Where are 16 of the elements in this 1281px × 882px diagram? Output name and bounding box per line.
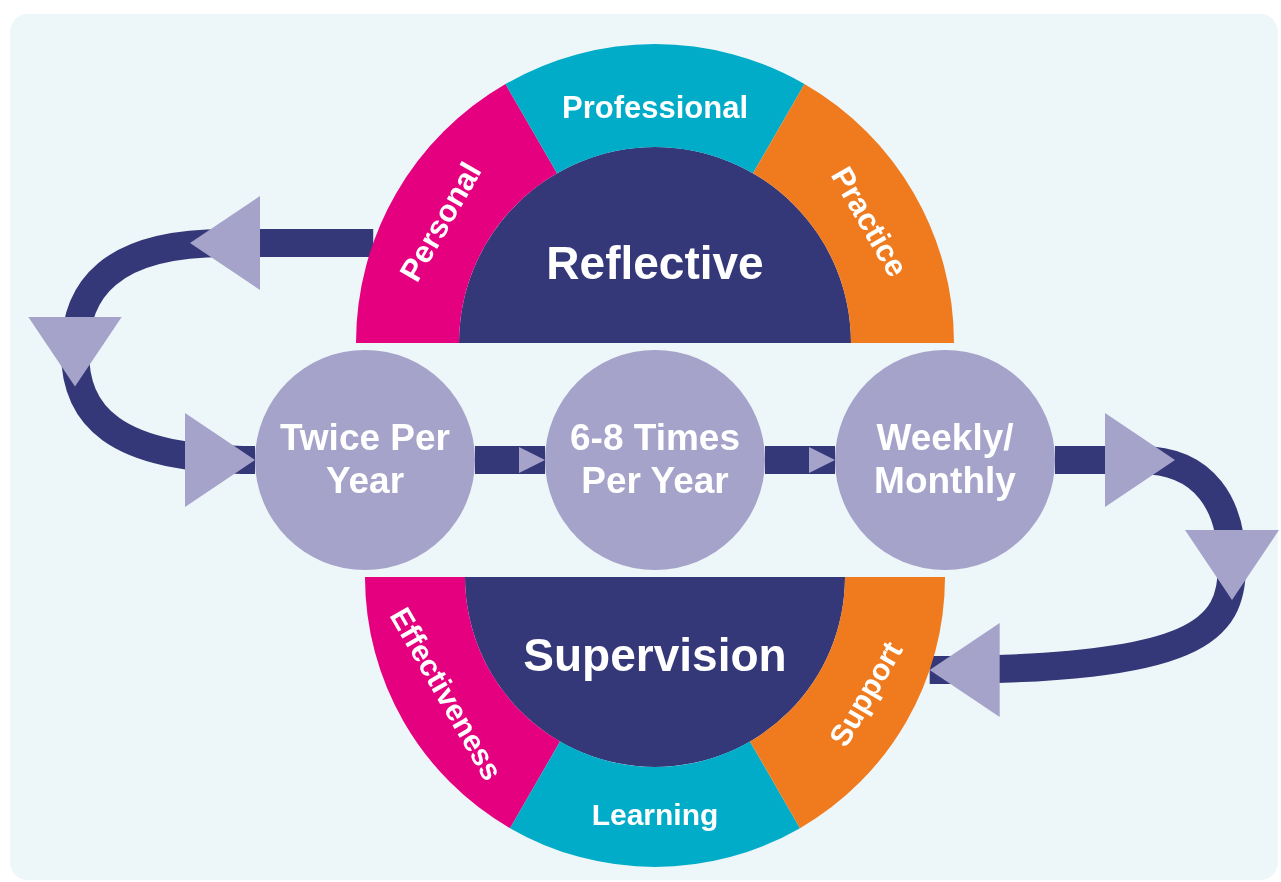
ring-segment [505, 44, 805, 174]
segment-label: Professional [561, 90, 749, 126]
flow-arrow [929, 413, 1279, 717]
heading: Supervision [523, 628, 787, 682]
flow-arrow [28, 196, 374, 507]
flow-arrow [765, 446, 835, 474]
frequency-label: Twice Per Year [279, 417, 451, 503]
frequency-circle [545, 350, 765, 570]
frequency-label: 6-8 Times Per Year [569, 417, 741, 503]
frequency-circle [255, 350, 475, 570]
segment-label: Learning [591, 797, 719, 833]
ring-segment [510, 741, 800, 867]
frequency-circle [835, 350, 1055, 570]
flow-arrow [475, 446, 545, 474]
heading: Reflective [546, 236, 764, 290]
frequency-label: Weekly/ Monthly [873, 417, 1017, 503]
